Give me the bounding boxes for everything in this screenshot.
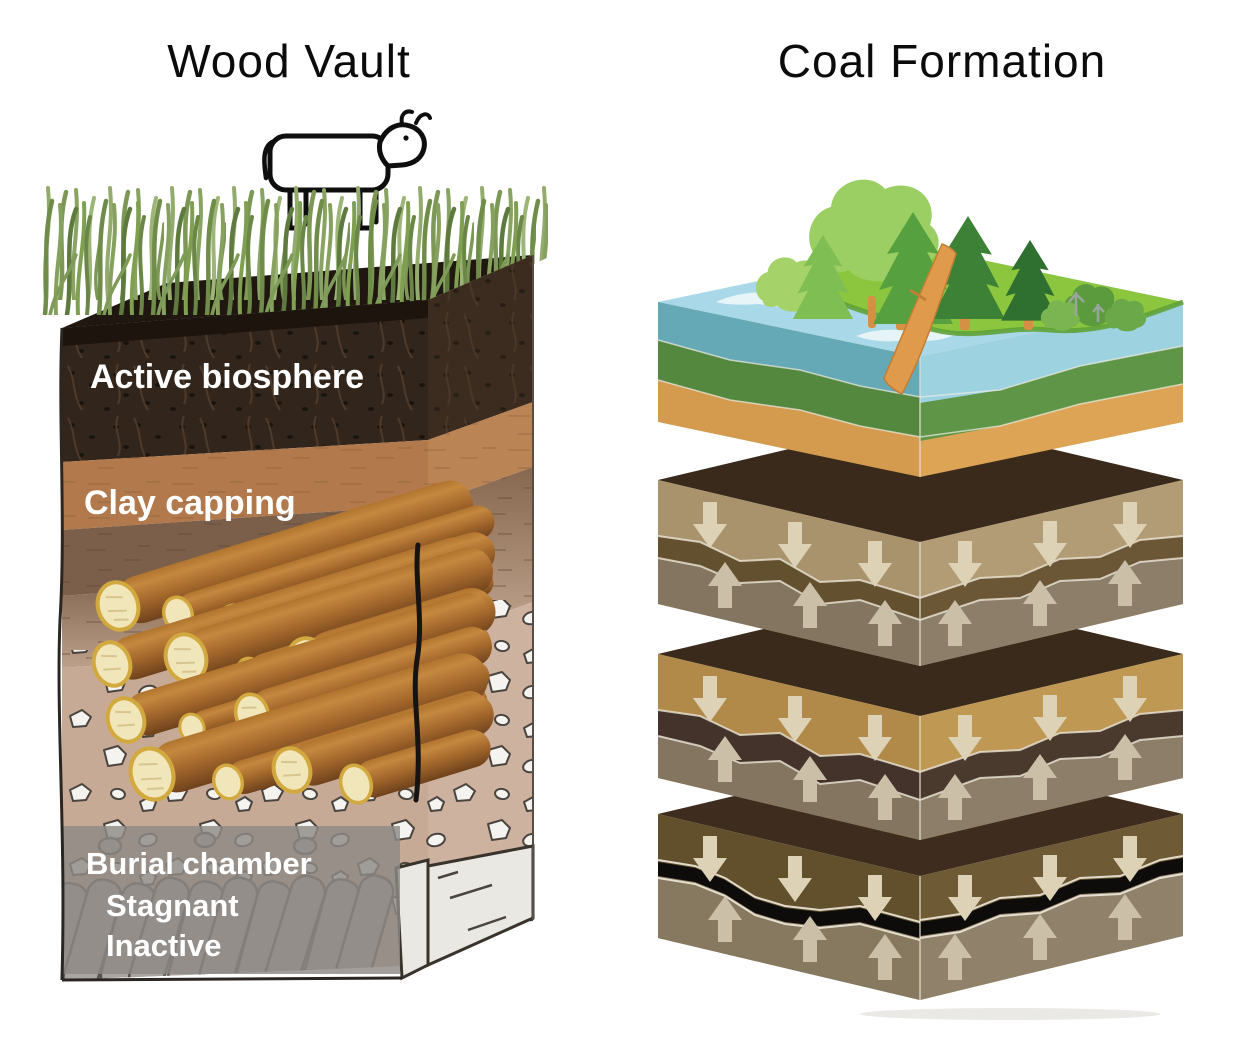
forest-trees-icon: [755, 179, 1147, 396]
fallen-log-branch: [909, 288, 927, 302]
block3-left-middle-band: [658, 710, 920, 800]
fallen-log-icon: [883, 243, 957, 396]
side-clay-texture: [428, 402, 533, 505]
wood-vault-panel: Active biosphere Clay capping Burial cha…: [40, 109, 548, 982]
bedrock-marks: [437, 870, 507, 932]
topsoil-strip: [62, 300, 428, 346]
active-biosphere-texture: [62, 318, 428, 462]
block-left-edge: [57, 327, 65, 981]
block2-left-middle-band: [658, 536, 920, 620]
burial-label-overlay: [62, 826, 400, 974]
dead-tree-icon: [1068, 292, 1105, 322]
clay-capping-texture: [62, 440, 428, 530]
clay-capping-label: Clay capping: [84, 484, 296, 522]
coal-formation-panel: [657, 179, 1184, 1020]
log: [338, 729, 491, 805]
wood-vault-title: Wood Vault: [167, 35, 411, 87]
coal-formation-title: Coal Formation: [778, 35, 1106, 87]
burial-chamber-line1: Burial chamber: [86, 846, 312, 881]
active-biosphere-label: Active biosphere: [90, 358, 364, 396]
coal-seam-icon: [658, 862, 920, 938]
ground-shadow: [860, 1008, 1160, 1020]
log: [105, 593, 491, 744]
burial-chamber-line2: Stagnant: [106, 888, 239, 923]
block3-right-lower-band: [920, 736, 1183, 840]
block-bottom-edge: [61, 976, 403, 982]
log-row-4: [128, 653, 494, 805]
burial-chamber-line3: Inactive: [106, 928, 221, 963]
side-bedrock: [426, 844, 535, 968]
front-bedrock: [394, 858, 430, 981]
burial-chamber-label: Burial chamber Stagnant Inactive: [86, 846, 312, 963]
crack-line-icon: [412, 542, 423, 803]
buried-log-pile-icon: [91, 480, 496, 805]
side-biosphere-texture: [428, 255, 533, 440]
log: [95, 480, 474, 632]
log: [128, 653, 488, 802]
block1-face-lines: [657, 339, 1184, 438]
coal-block-1: [657, 179, 1184, 477]
log: [271, 693, 494, 794]
block2-right-lower-band: [920, 558, 1183, 666]
block1-left-water: [658, 302, 920, 397]
cow-head: [377, 122, 427, 169]
